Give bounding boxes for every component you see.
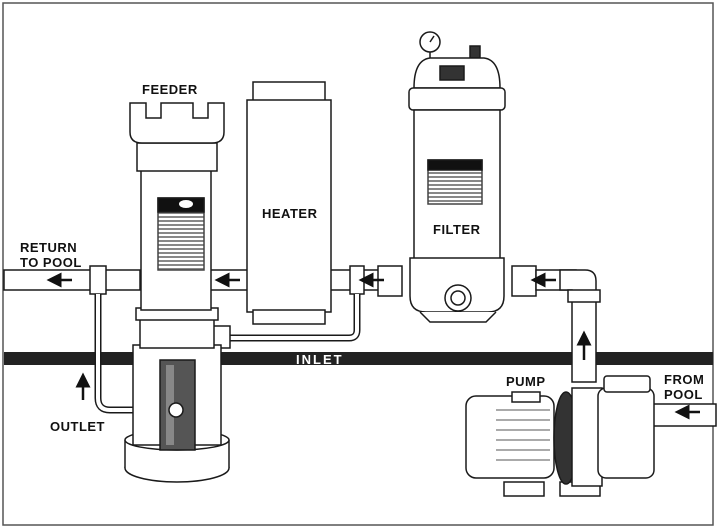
from-pool-label-line1: FROM bbox=[664, 372, 705, 387]
flow-arrows bbox=[46, 272, 700, 420]
pump-to-filter-pipe bbox=[535, 269, 601, 383]
filter bbox=[377, 31, 537, 323]
from-pool-label-line2: POOL bbox=[664, 387, 703, 402]
heater-label: HEATER bbox=[262, 206, 318, 221]
from-pool-pipe bbox=[649, 403, 717, 427]
pump-label: PUMP bbox=[506, 374, 546, 389]
return-to-pool-label-line1: RETURN bbox=[20, 240, 78, 255]
return-to-pool-label-line2: TO POOL bbox=[20, 255, 82, 270]
outlet-label: OUTLET bbox=[50, 419, 105, 434]
filter-label: FILTER bbox=[433, 222, 481, 237]
pump bbox=[465, 375, 655, 497]
ground-band bbox=[4, 352, 713, 365]
inlet-label: INLET bbox=[296, 352, 344, 367]
feeder bbox=[124, 102, 230, 483]
feeder-label: FEEDER bbox=[142, 82, 198, 97]
heater bbox=[246, 81, 332, 325]
